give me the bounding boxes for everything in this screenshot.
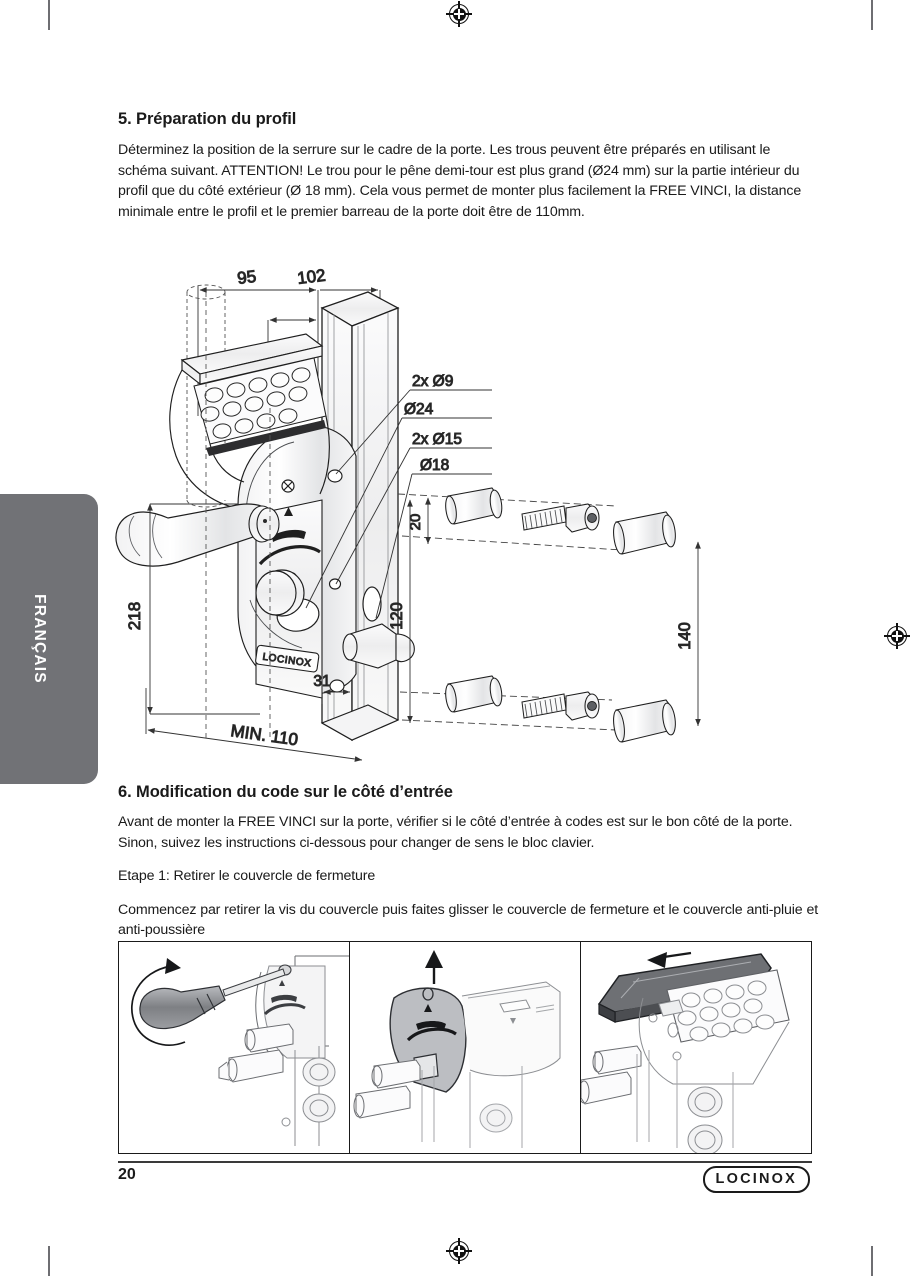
panel-slide-rain-cover-left [580,942,811,1153]
registration-mark-right [884,623,910,649]
page-number: 20 [118,1166,136,1183]
section-5-heading: 5. Préparation du profil [118,110,297,128]
language-tab-label: FRANÇAIS [31,594,49,684]
technical-drawing-figure: 95 102 [110,268,810,778]
dim-min-110: MIN. 110 [229,721,299,749]
callout-o24: Ø24 [404,401,434,418]
registration-mark-bottom [446,1238,472,1264]
dim-140: 140 [676,622,694,650]
crop-mark-top-left [48,0,50,30]
rotation-arrow-icon [165,958,181,974]
dim-218: 218 [125,602,144,630]
up-arrow-icon [425,950,443,968]
warning-triangle-icon [284,507,293,516]
dim-31: 31 [313,673,330,690]
locinox-logo-text: LOCINOX [715,1171,797,1187]
section-6: 6. Modification du code sur le côté d’en… [118,783,818,954]
section-6-paragraph-2: Commencez par retirer la vis du couvercl… [118,901,818,939]
callout-2x-o15: 2x Ø15 [412,431,462,448]
crop-mark-bottom-left [48,1246,50,1276]
dim-95: 95 [236,268,257,288]
crop-mark-bottom-right [871,1246,873,1276]
dim-102: 102 [296,268,326,288]
section-6-paragraph-1: Avant de monter la FREE VINCI sur la por… [118,814,793,851]
language-tab-francais: FRANÇAIS [0,494,98,784]
callout-2x-o9: 2x Ø9 [412,373,453,390]
crop-mark-top-right [871,0,873,30]
panel-slide-closing-cover-up [349,942,580,1153]
locinox-logo: LOCINOX [702,1166,810,1193]
instruction-panels [118,941,812,1154]
section-5-paragraph: Déterminez la position de la serrure sur… [118,142,802,220]
section-6-heading: 6. Modification du code sur le côté d’en… [118,783,453,801]
section-6-step-label: Etape 1: Retirer le couvercle de fermetu… [118,868,376,885]
registration-mark-top [446,1,472,27]
panel-unscrew-cover-screw [119,942,349,1153]
callout-o18: Ø18 [420,457,449,474]
left-arrow-icon [647,952,667,968]
footer-divider [118,1161,812,1164]
dim-120: 120 [388,602,406,630]
section-5: 5. Préparation du profil Déterminez la p… [118,110,808,228]
